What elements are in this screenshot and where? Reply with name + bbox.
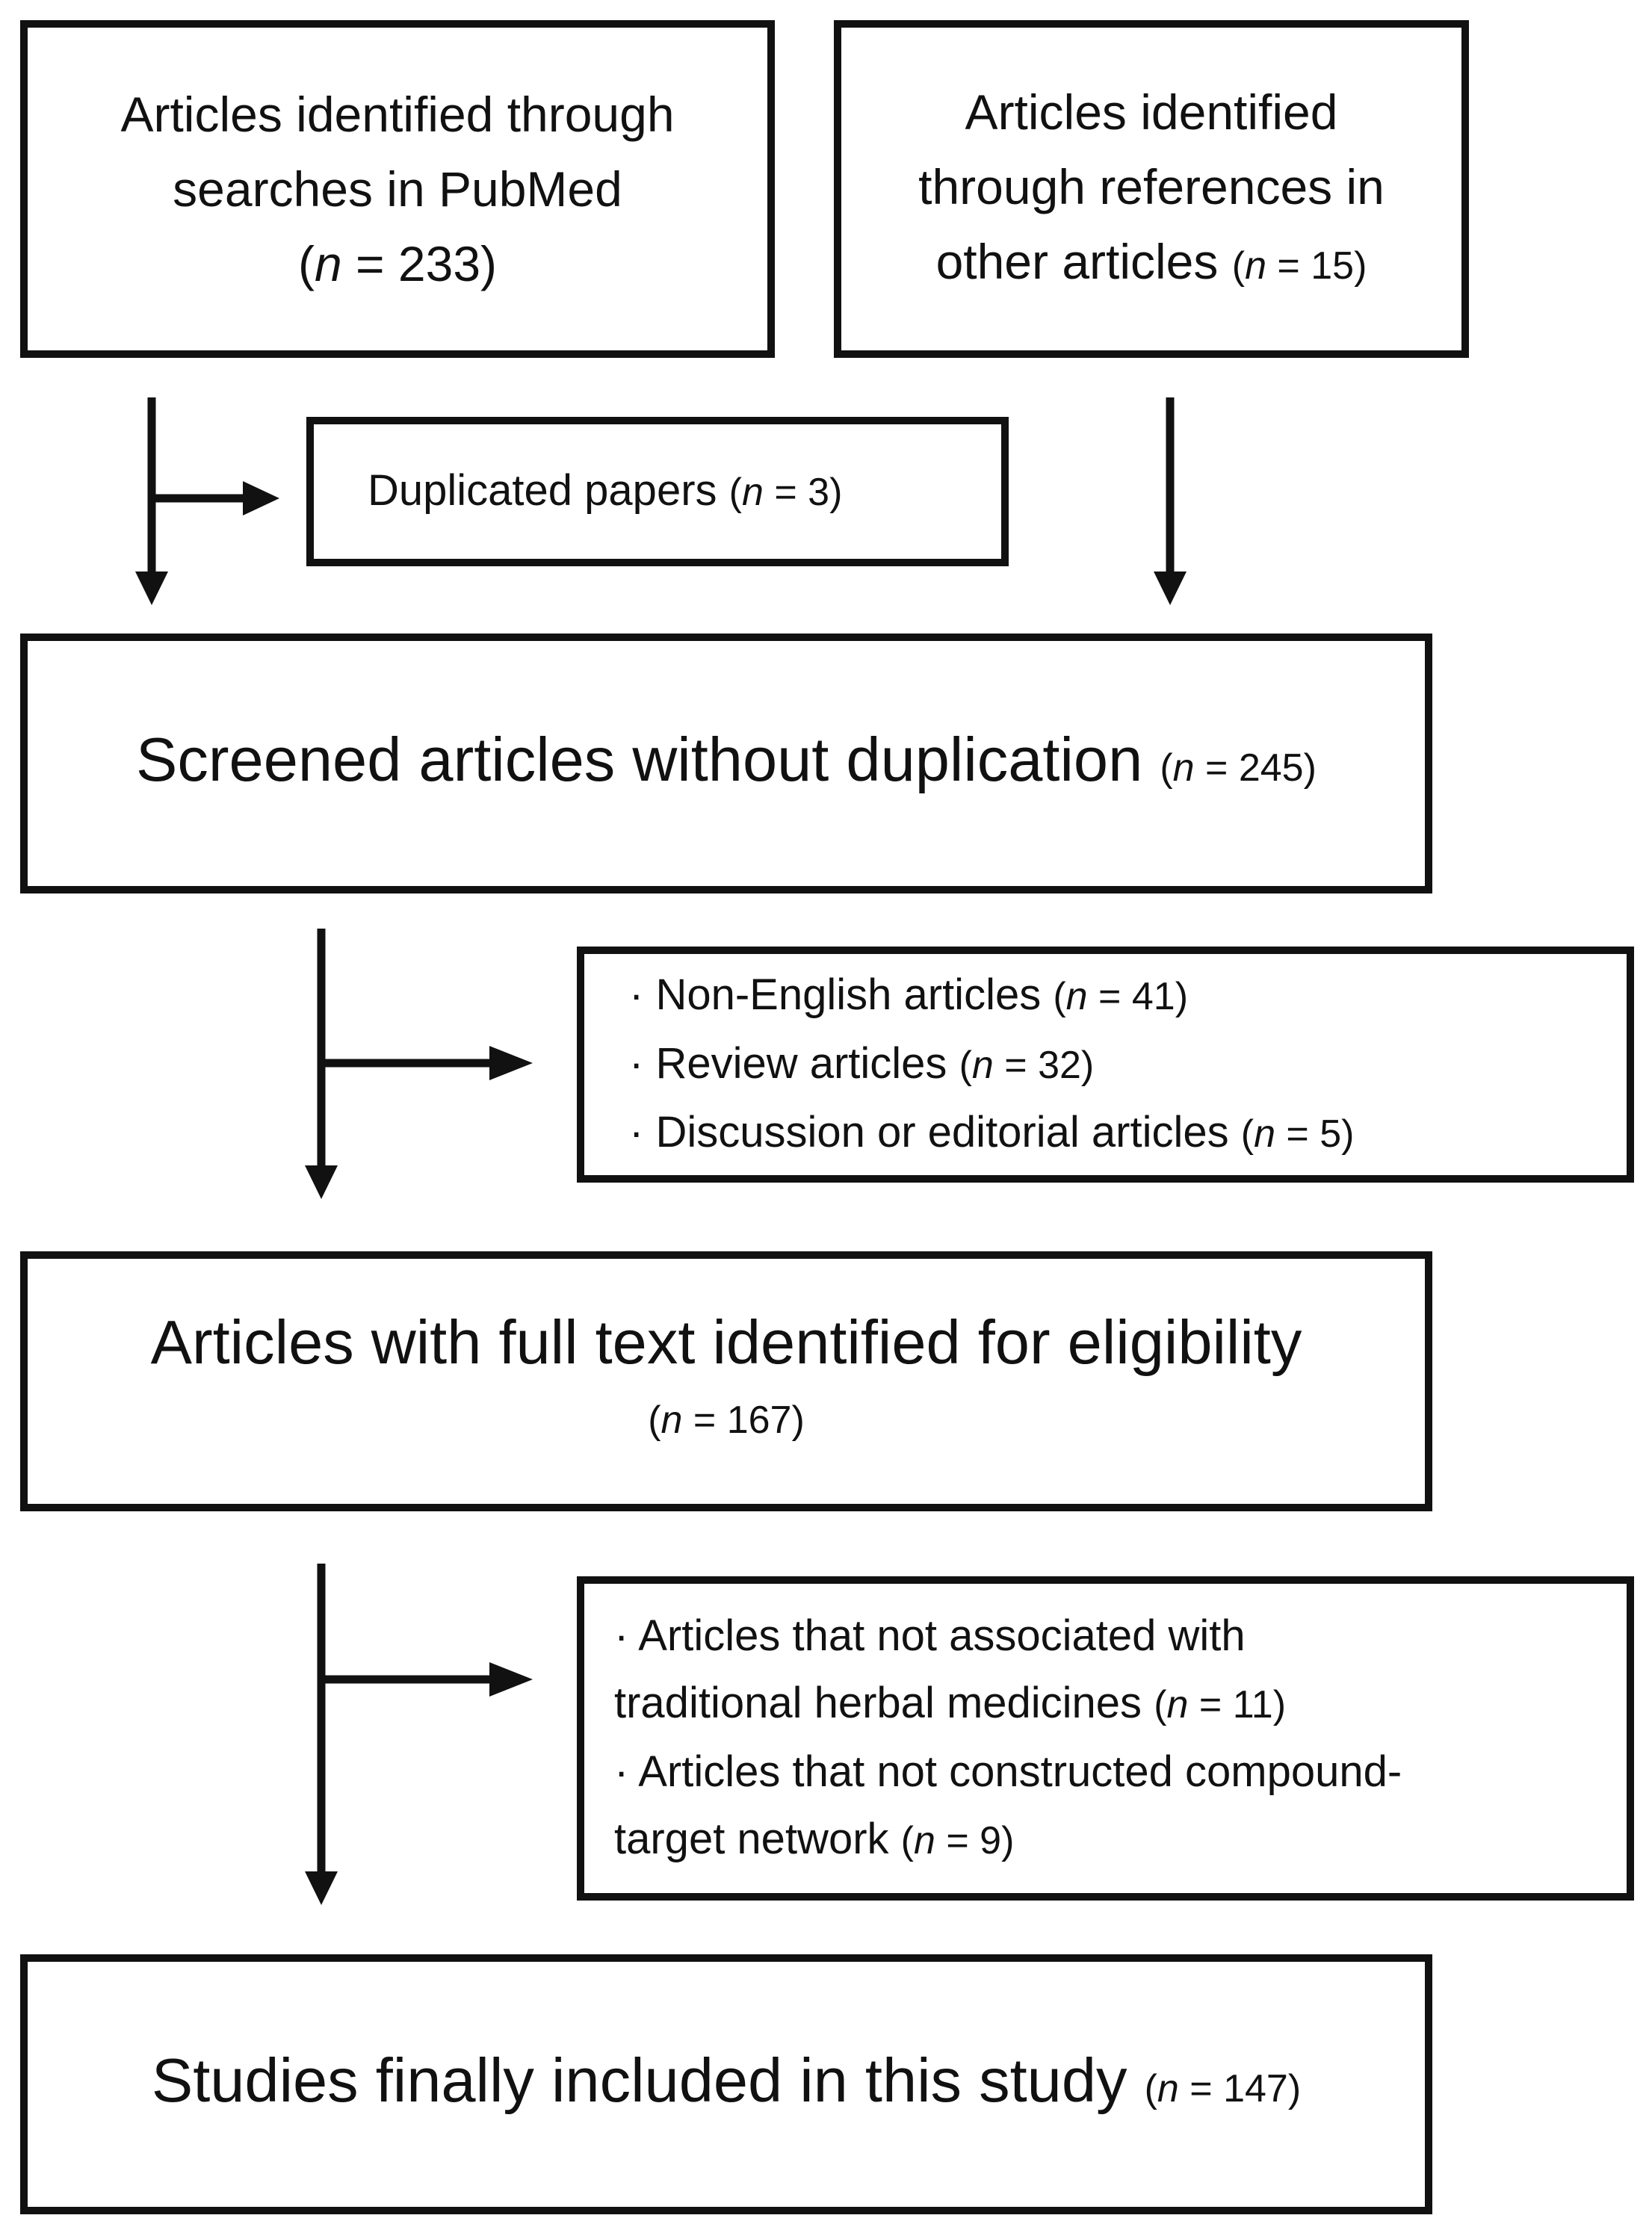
exclusion-discussion: · Discussion or editorial articles (n = … xyxy=(629,1108,1355,1156)
included-label: Studies finally included in this study (… xyxy=(151,2045,1302,2115)
exclusion-no-network-1: · Articles that not constructed compound… xyxy=(614,1747,1402,1796)
fulltext-label: Articles with full text identified for e… xyxy=(150,1307,1302,1377)
references-box: Articles identified through references i… xyxy=(834,20,1469,358)
fulltext-box: Articles with full text identified for e… xyxy=(20,1251,1432,1511)
arrowhead-right-2 xyxy=(489,1046,533,1080)
duplicates-label: Duplicated papers (n = 3) xyxy=(368,466,843,515)
pubmed-line-1: Articles identified through xyxy=(120,87,675,142)
screened-label: Screened articles without duplication (n… xyxy=(136,724,1317,794)
exclusions-box-1: · Non-English articles (n = 41) · Review… xyxy=(577,947,1634,1183)
pubmed-box: Articles identified through searches in … xyxy=(20,20,775,358)
arrowhead-down-1 xyxy=(135,572,168,605)
arrowhead-down-3 xyxy=(305,1165,338,1199)
arrowhead-down-4 xyxy=(305,1871,338,1905)
exclusion-review: · Review articles (n = 32) xyxy=(629,1039,1095,1088)
exclusion-not-herbal-1: · Articles that not associated with xyxy=(614,1611,1246,1660)
pubmed-count: (n = 233) xyxy=(297,236,498,291)
fulltext-count: (n = 167) xyxy=(648,1399,805,1442)
exclusion-no-network-2: target network (n = 9) xyxy=(614,1815,1015,1863)
duplicates-box: Duplicated papers (n = 3) xyxy=(306,417,1009,566)
exclusion-non-english: · Non-English articles (n = 41) xyxy=(629,970,1189,1019)
included-box: Studies finally included in this study (… xyxy=(20,1954,1432,2214)
references-line-2: through references in xyxy=(918,159,1385,214)
references-line-3: other articles (n = 15) xyxy=(935,234,1367,289)
screened-box: Screened articles without duplication (n… xyxy=(20,634,1432,893)
exclusion-not-herbal-2: traditional herbal medicines (n = 11) xyxy=(614,1679,1287,1727)
pubmed-line-2: searches in PubMed xyxy=(173,161,622,217)
exclusions-box-2: · Articles that not associated with trad… xyxy=(577,1576,1634,1901)
arrowhead-right-1 xyxy=(243,481,279,515)
arrowhead-down-2 xyxy=(1154,572,1187,605)
references-line-1: Articles identified xyxy=(965,84,1338,140)
arrowhead-right-3 xyxy=(489,1662,533,1697)
